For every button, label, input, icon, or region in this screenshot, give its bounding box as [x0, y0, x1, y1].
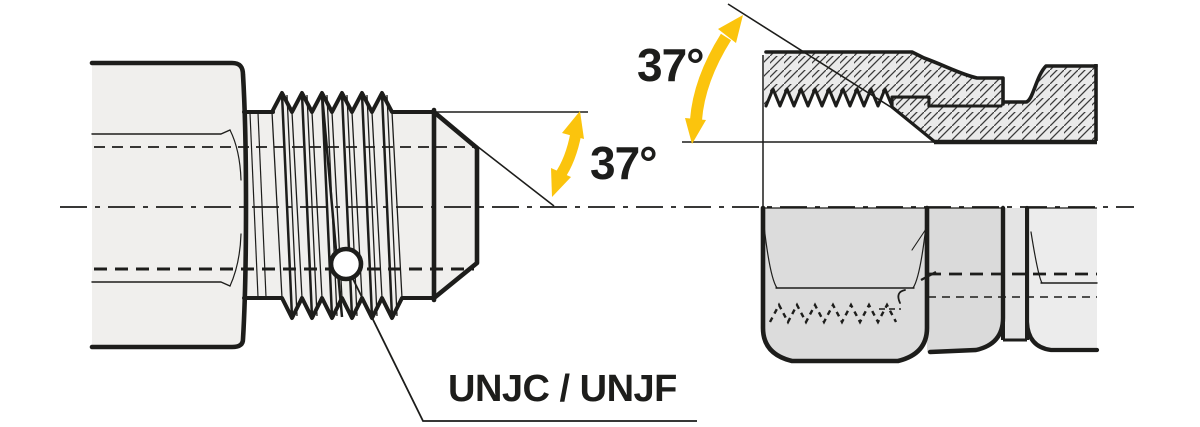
hex-body-outline — [89, 60, 249, 350]
flare-radius-curl — [897, 289, 906, 304]
left-angle-arrow-icon — [551, 111, 584, 197]
right-angle-annotation: 37° — [637, 3, 934, 144]
nut-internal-thread-zigzag — [764, 87, 1003, 108]
right-angle-slope-line — [727, 3, 898, 112]
male-thread-section — [260, 91, 436, 320]
thread-helix-lines — [271, 93, 403, 318]
right-angle-arrow-icon — [685, 15, 743, 144]
left-angle-annotation: 37° — [434, 111, 658, 207]
left-angle-label: 37° — [590, 137, 657, 189]
hidden-thread-zigzag — [768, 302, 898, 325]
hidden-detail-lines — [879, 225, 1097, 310]
hex-body-fill — [92, 63, 246, 347]
female-lower-half — [760, 205, 1100, 364]
thread-cone-fill — [242, 93, 477, 318]
thread-callout-leader — [351, 276, 697, 422]
swivel-nut-outside — [760, 205, 930, 364]
female-upper-half-section — [762, 50, 1098, 207]
mating-body-end — [1024, 205, 1100, 353]
male-fitting — [89, 60, 697, 422]
thread-callout-label: UNJC / UNJF — [448, 368, 677, 410]
nut-section-top-edge — [764, 50, 1005, 106]
left-angle-slope-line — [436, 114, 555, 207]
right-angle-label: 37° — [637, 39, 704, 91]
sleeve-outside — [927, 205, 1006, 355]
thread-callout-circle — [328, 246, 364, 282]
